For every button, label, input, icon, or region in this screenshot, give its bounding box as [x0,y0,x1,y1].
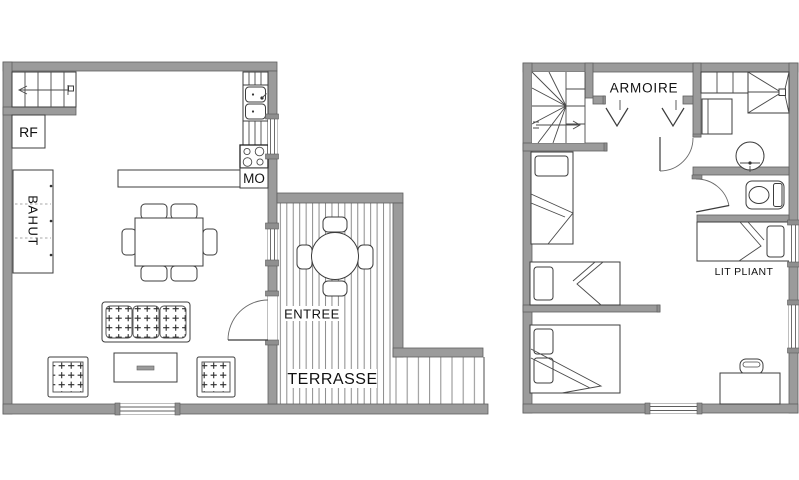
refrigerator: RF [12,115,45,148]
single-bed-vertical [531,152,573,244]
terrace-wall-top [277,193,403,203]
kitchen-counter-top [243,72,268,85]
terrace-round-table [312,233,359,280]
kitchen: MO [118,72,268,188]
sideboard-label: BAHUT [26,195,41,247]
dining-chair [203,229,217,255]
stair-wall [523,143,607,151]
door-swing-arc [228,300,268,340]
bottom-window [115,403,180,415]
terrace-chair [323,217,347,232]
microwave-label: MO [243,171,265,186]
bathroom-shelf [701,72,748,93]
wall-top [523,63,798,72]
coffee-table [114,353,177,382]
wardrobe-wall-left [585,63,593,98]
hanger-icon [606,100,628,126]
refrigerator-label: RF [19,124,38,140]
door-swing-arc [696,179,729,206]
sideboard: BAHUT [13,170,53,273]
wall-top [3,62,277,71]
stair-wall [3,107,76,115]
counter-bar [118,170,240,187]
sink [243,85,268,121]
stove [240,145,268,168]
terrace-chair [323,281,347,296]
wardrobe: ARMOIRE [606,81,684,127]
single-bed-horizontal [530,262,620,305]
desk [720,359,780,404]
hanger-icon [662,100,684,126]
armchair-right [197,357,235,397]
dining-chair [122,229,136,255]
terrace-step-stripes [393,357,483,404]
ground-floor-plan: RF BAHUT [3,62,488,415]
kitchen-counter-mid [243,121,268,145]
terrace-chair [358,245,373,269]
shower-drain-icon [779,89,786,96]
dining-chair [171,266,197,281]
toilet [746,181,784,209]
bedroom-partition [523,305,660,312]
sofa [102,302,190,342]
entry-door [228,291,279,345]
wc [692,175,784,212]
bathroom [660,72,789,172]
bathroom-door [660,137,693,171]
double-bed [530,325,620,393]
upper-floor-plan: ARMOIRE [523,63,799,414]
corner-shower [748,72,789,113]
folding-bed-label: LIT PLIANT [715,266,774,278]
dining-table-set [122,204,217,281]
dining-table [135,218,203,266]
dining-chair [171,204,197,219]
terrace-wall-right [393,203,403,357]
folding-bed: LIT PLIANT [697,222,790,278]
entree-label: ENTREE [284,307,340,322]
wc-wall-bottom [697,215,789,222]
bathroom-wc-divider [693,167,789,175]
bottom-window [645,403,702,414]
door-swing-arc [660,138,693,171]
door-leaf [696,206,729,213]
dining-chair [141,204,167,219]
bathroom-cabinet [702,99,732,134]
wc-door [692,175,729,212]
terrace-step-wall [393,348,483,357]
microwave: MO [240,168,268,188]
armchair-left [48,357,88,397]
bathroom-wall-left [693,63,701,137]
dining-chair [141,266,167,281]
wall-bottom [3,404,488,414]
terrace-chair [297,245,312,269]
wardrobe-label: ARMOIRE [610,81,679,96]
staircase [12,72,76,107]
desk-top [720,373,780,404]
terrasse-label: TERRASSE [287,371,377,388]
winder-staircase [532,72,585,143]
basin-tap-icon [748,161,751,164]
